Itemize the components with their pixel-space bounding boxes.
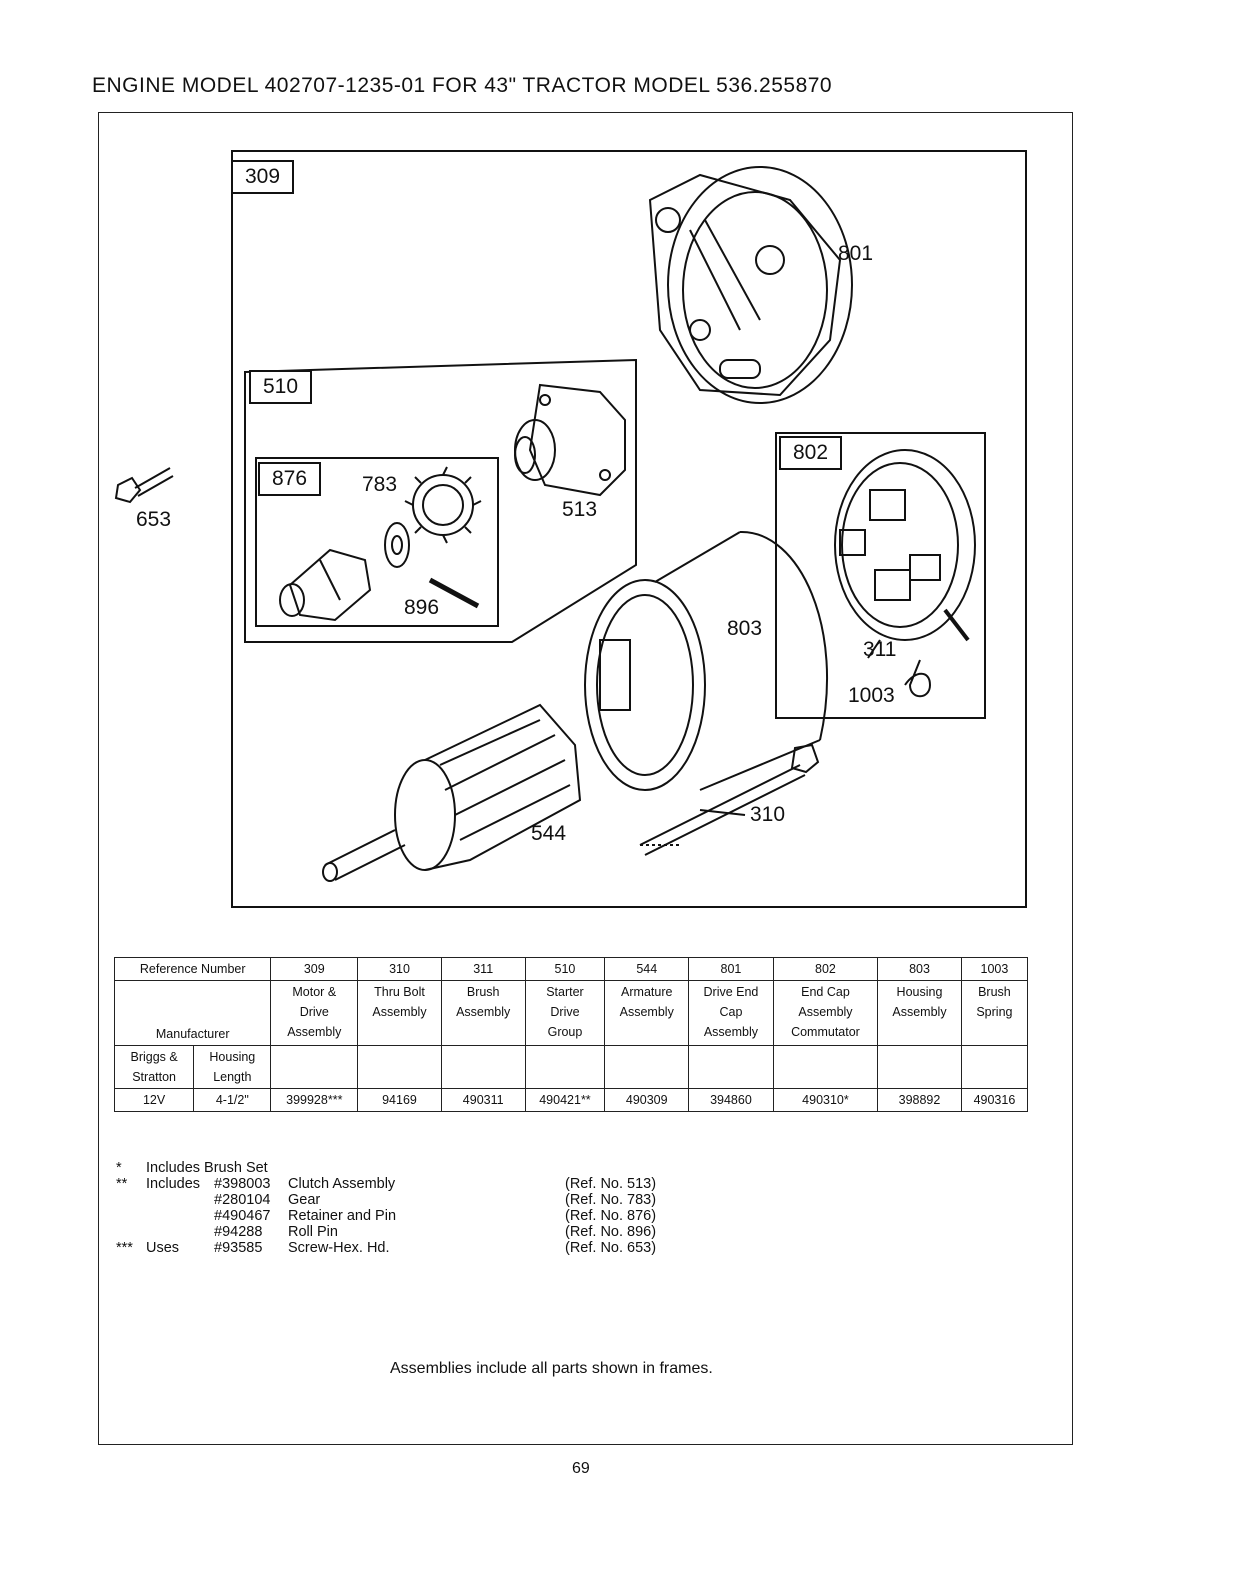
note-desc: Screw-Hex. Hd. bbox=[288, 1240, 390, 1256]
armature-shape bbox=[322, 703, 582, 882]
callout-803: 803 bbox=[727, 617, 763, 640]
clutch-assembly-shape bbox=[514, 383, 626, 497]
label-802: 802 bbox=[779, 436, 843, 470]
page-frame bbox=[98, 112, 1073, 1445]
callout-310: 310 bbox=[750, 803, 786, 826]
frame-802 bbox=[775, 432, 986, 719]
note-desc: Gear bbox=[288, 1192, 321, 1208]
length-cell: 4-1/2" bbox=[193, 1088, 272, 1112]
note-part-number: #398003 bbox=[214, 1176, 271, 1192]
ref-cell: 801 bbox=[688, 957, 774, 981]
clutch-shape bbox=[279, 548, 372, 622]
part-number-cell: 490316 bbox=[960, 1088, 1029, 1112]
manufacturer-label: Manufacturer bbox=[113, 980, 272, 1046]
note-desc: Retainer and Pin bbox=[288, 1208, 397, 1224]
callout-1003: 1003 bbox=[848, 684, 895, 707]
part-number-cell: 94169 bbox=[357, 1088, 442, 1112]
part-number-cell: 398892 bbox=[877, 1088, 962, 1112]
note-text: Includes Brush Set bbox=[146, 1160, 268, 1176]
ref-cell: 309 bbox=[270, 957, 359, 981]
callout-896: 896 bbox=[404, 596, 440, 619]
ref-cell: 544 bbox=[604, 957, 690, 981]
parts-table: Reference Number 309 310 311 510 544 801… bbox=[113, 957, 1029, 1112]
callout-783: 783 bbox=[362, 473, 398, 496]
note-part-number: #490467 bbox=[214, 1208, 271, 1224]
diagram-frame bbox=[231, 150, 1027, 908]
end-cap-shape bbox=[834, 449, 976, 642]
frame-510 bbox=[244, 358, 637, 643]
table-row-ref: Reference Number 309 310 311 510 544 801… bbox=[113, 957, 1029, 981]
ref-number-label: Reference Number bbox=[113, 957, 272, 981]
note-part-number: #280104 bbox=[214, 1192, 271, 1208]
ref-cell: 311 bbox=[440, 957, 526, 981]
drive-end-cap-shape bbox=[648, 166, 853, 404]
note-symbol: *** bbox=[116, 1240, 133, 1256]
ref-cell: 310 bbox=[357, 957, 442, 981]
spring-shape bbox=[904, 659, 932, 698]
note-desc: Clutch Assembly bbox=[288, 1176, 396, 1192]
label-309: 309 bbox=[231, 160, 295, 194]
screw-shape bbox=[114, 467, 174, 504]
part-number-cell: 399928*** bbox=[270, 1088, 359, 1112]
page-title: ENGINE MODEL 402707-1235-01 FOR 43" TRAC… bbox=[92, 74, 833, 97]
voltage-cell: 12V bbox=[113, 1088, 195, 1112]
frame-876 bbox=[255, 457, 499, 627]
callout-653: 653 bbox=[136, 508, 172, 531]
ref-cell: 510 bbox=[524, 957, 606, 981]
part-number-cell: 490421** bbox=[524, 1088, 606, 1112]
assemblies-note: Assemblies include all parts shown in fr… bbox=[390, 1360, 713, 1377]
ref-cell: 1003 bbox=[960, 957, 1029, 981]
note-symbol: ** bbox=[116, 1176, 128, 1192]
part-number-cell: 490310* bbox=[772, 1088, 879, 1112]
page-number: 69 bbox=[572, 1460, 590, 1477]
callout-801: 801 bbox=[838, 242, 874, 265]
note-desc: Roll Pin bbox=[288, 1224, 338, 1240]
housing-shape bbox=[584, 530, 828, 791]
callout-544: 544 bbox=[531, 822, 567, 845]
gear-shape bbox=[404, 466, 482, 544]
note-ref: (Ref. No. 876) bbox=[565, 1208, 657, 1224]
mfr-cell: Briggs &Stratton bbox=[113, 1045, 195, 1089]
ref-cell: 803 bbox=[877, 957, 962, 981]
part-number-cell: 490309 bbox=[604, 1088, 690, 1112]
callout-513: 513 bbox=[562, 498, 598, 521]
note-symbol: * bbox=[116, 1160, 122, 1176]
part-number-cell: 394860 bbox=[688, 1088, 774, 1112]
note-ref: (Ref. No. 896) bbox=[565, 1224, 657, 1240]
label-876: 876 bbox=[258, 462, 322, 496]
note-ref: (Ref. No. 513) bbox=[565, 1176, 657, 1192]
note-part-number: #93585 bbox=[214, 1240, 263, 1256]
note-ref: (Ref. No. 783) bbox=[565, 1192, 657, 1208]
note-text: Uses bbox=[146, 1240, 180, 1256]
ref-cell: 802 bbox=[772, 957, 879, 981]
note-text: Includes bbox=[146, 1176, 201, 1192]
note-ref: (Ref. No. 653) bbox=[565, 1240, 657, 1256]
callout-311: 311 bbox=[863, 638, 897, 661]
table-row-parts: 12V 4-1/2" 399928*** 94169 490311 490421… bbox=[113, 1088, 1029, 1112]
part-number-cell: 490311 bbox=[440, 1088, 526, 1112]
note-part-number: #94288 bbox=[214, 1224, 263, 1240]
note-refs: (Ref. No. 513) (Ref. No. 783) (Ref. No. … bbox=[565, 1176, 656, 1256]
thru-bolt-shape bbox=[639, 743, 820, 856]
label-510: 510 bbox=[249, 370, 313, 404]
